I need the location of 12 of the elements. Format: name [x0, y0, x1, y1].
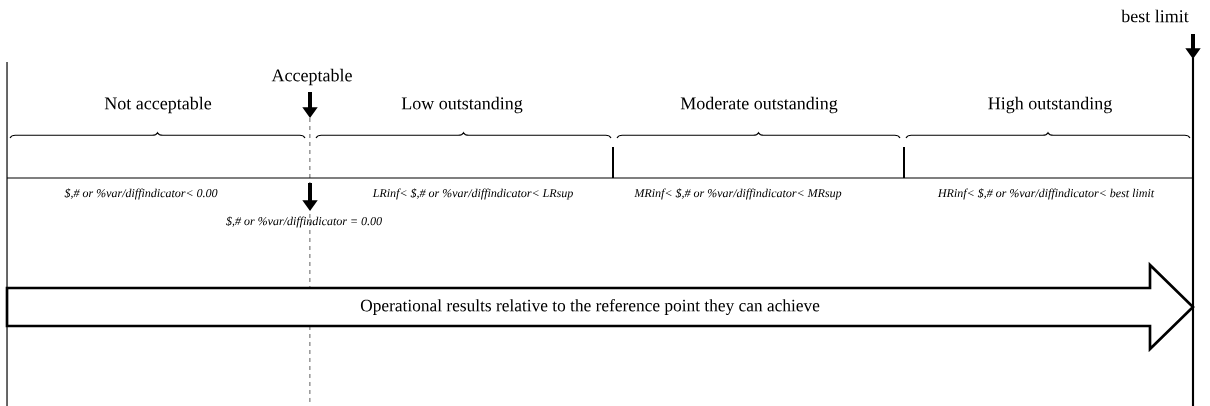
text-label: Moderate outstanding [680, 96, 838, 114]
text-label: Not acceptable [104, 96, 212, 114]
text-label: best limit [1119, 8, 1191, 24]
text-label: Acceptable [271, 68, 352, 86]
condition-label: MRinf< $,# or %var/diffindicator< MRsup [634, 188, 842, 200]
condition-label: LRinf< $,# or %var/diffindicator< LRsup [372, 188, 573, 200]
condition-label: $,# or %var/diffindicator< 0.00 [64, 188, 218, 200]
text-label: Low outstanding [401, 96, 523, 114]
condition-label: HRinf< $,# or %var/diffindicator< best limit [937, 188, 1155, 200]
condition-label: $,# or %var/diffindicator = 0.00 [226, 216, 382, 228]
text-label: High outstanding [988, 96, 1112, 114]
node-label: Operational results relative to the reference point they can achieve [360, 299, 820, 315]
